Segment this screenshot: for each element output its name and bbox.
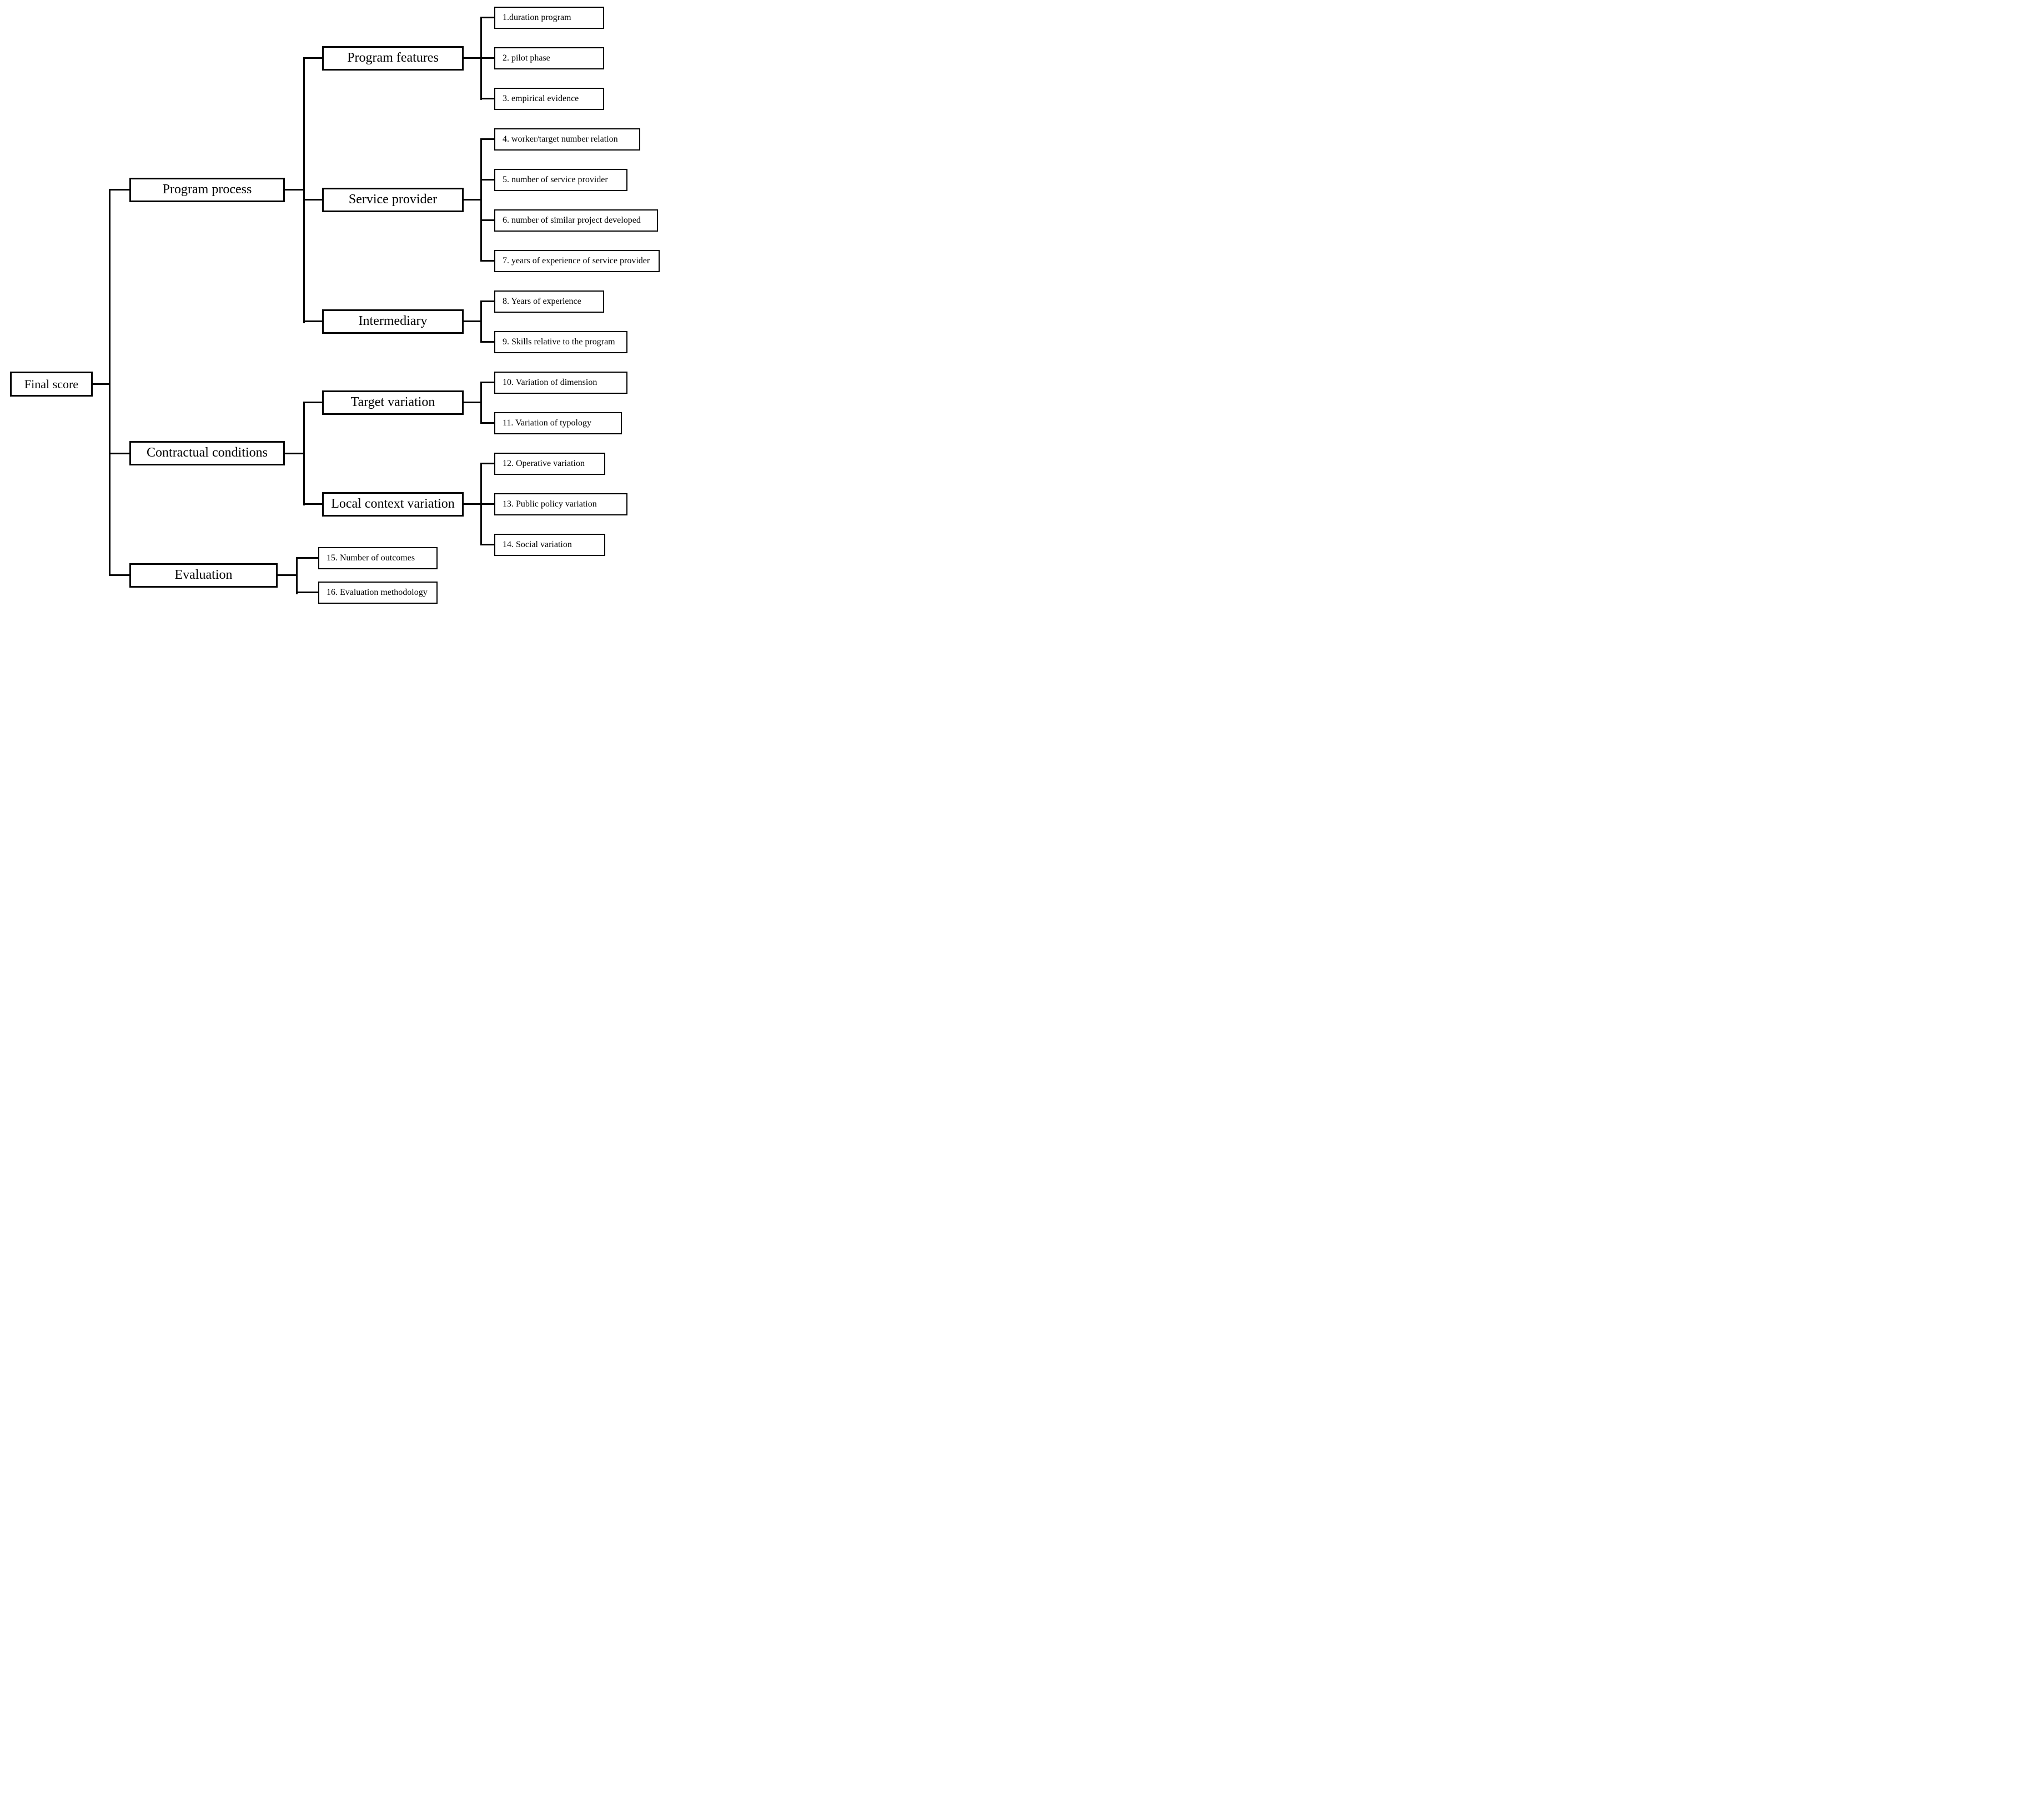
connector-line <box>480 300 494 302</box>
connector-line <box>464 402 482 403</box>
connector-line <box>109 453 129 454</box>
leaf-duration-program: 1.duration program <box>494 7 604 29</box>
connector-line <box>480 57 494 59</box>
node-service-provider: Service provider <box>322 188 464 212</box>
connector-line <box>93 383 111 385</box>
connector-line <box>480 503 494 505</box>
node-contractual-conditions: Contractual conditions <box>129 441 285 465</box>
leaf-public-policy-variation: 13. Public policy variation <box>494 493 627 515</box>
connector-line <box>303 402 322 403</box>
connector-line <box>278 574 297 576</box>
connector-line <box>480 98 494 99</box>
leaf-variation-of-typology: 11. Variation of typology <box>494 412 622 434</box>
connector-line <box>464 57 482 59</box>
connector-line <box>480 179 494 181</box>
connector-line <box>464 199 482 201</box>
node-local-context-variation: Local context variation <box>322 492 464 517</box>
leaf-number-of-service-provider: 5. number of service provider <box>494 169 627 191</box>
node-evaluation: Evaluation <box>129 563 278 588</box>
leaf-years-of-experience: 8. Years of experience <box>494 290 604 313</box>
leaf-variation-of-dimension: 10. Variation of dimension <box>494 372 627 394</box>
final-score-tree-diagram: Final score Program process Contractual … <box>0 0 681 605</box>
node-target-variation: Target variation <box>322 390 464 415</box>
connector-line <box>480 544 494 545</box>
connector-line <box>303 199 322 201</box>
connector-line <box>296 557 318 559</box>
connector-line <box>480 422 494 424</box>
connector-line <box>480 382 494 383</box>
connector-line <box>480 138 482 262</box>
connector-line <box>480 260 494 262</box>
leaf-years-of-experience-of-service-provider: 7. years of experience of service provid… <box>494 250 660 272</box>
connector-line <box>480 17 494 18</box>
leaf-worker-target-number-relation: 4. worker/target number relation <box>494 128 640 151</box>
connector-line <box>480 300 482 343</box>
connector-line <box>303 402 305 505</box>
connector-line <box>109 574 129 576</box>
connector-line <box>480 382 482 424</box>
connector-line <box>109 189 129 191</box>
connector-line <box>480 341 494 343</box>
connector-line <box>109 189 111 576</box>
connector-line <box>480 219 494 221</box>
leaf-skills-relative-to-the-program: 9. Skills relative to the program <box>494 331 627 353</box>
node-program-features: Program features <box>322 46 464 71</box>
connector-line <box>296 557 298 594</box>
node-final-score: Final score <box>10 372 93 397</box>
leaf-empirical-evidence: 3. empirical evidence <box>494 88 604 110</box>
connector-line <box>285 453 304 454</box>
connector-line <box>303 57 322 59</box>
connector-line <box>303 503 322 505</box>
connector-line <box>303 320 322 322</box>
node-program-process: Program process <box>129 178 285 202</box>
connector-line <box>480 138 494 140</box>
leaf-number-of-outcomes: 15. Number of outcomes <box>318 547 438 569</box>
connector-line <box>303 57 305 323</box>
connector-line <box>464 320 482 322</box>
leaf-pilot-phase: 2. pilot phase <box>494 47 604 69</box>
connector-line <box>296 592 318 593</box>
leaf-operative-variation: 12. Operative variation <box>494 453 605 475</box>
connector-line <box>285 189 304 191</box>
connector-line <box>480 463 494 464</box>
node-intermediary: Intermediary <box>322 309 464 334</box>
leaf-number-of-similar-project-developed: 6. number of similar project developed <box>494 209 658 232</box>
connector-line <box>464 503 482 505</box>
leaf-evaluation-methodology: 16. Evaluation methodology <box>318 582 438 604</box>
leaf-social-variation: 14. Social variation <box>494 534 605 556</box>
